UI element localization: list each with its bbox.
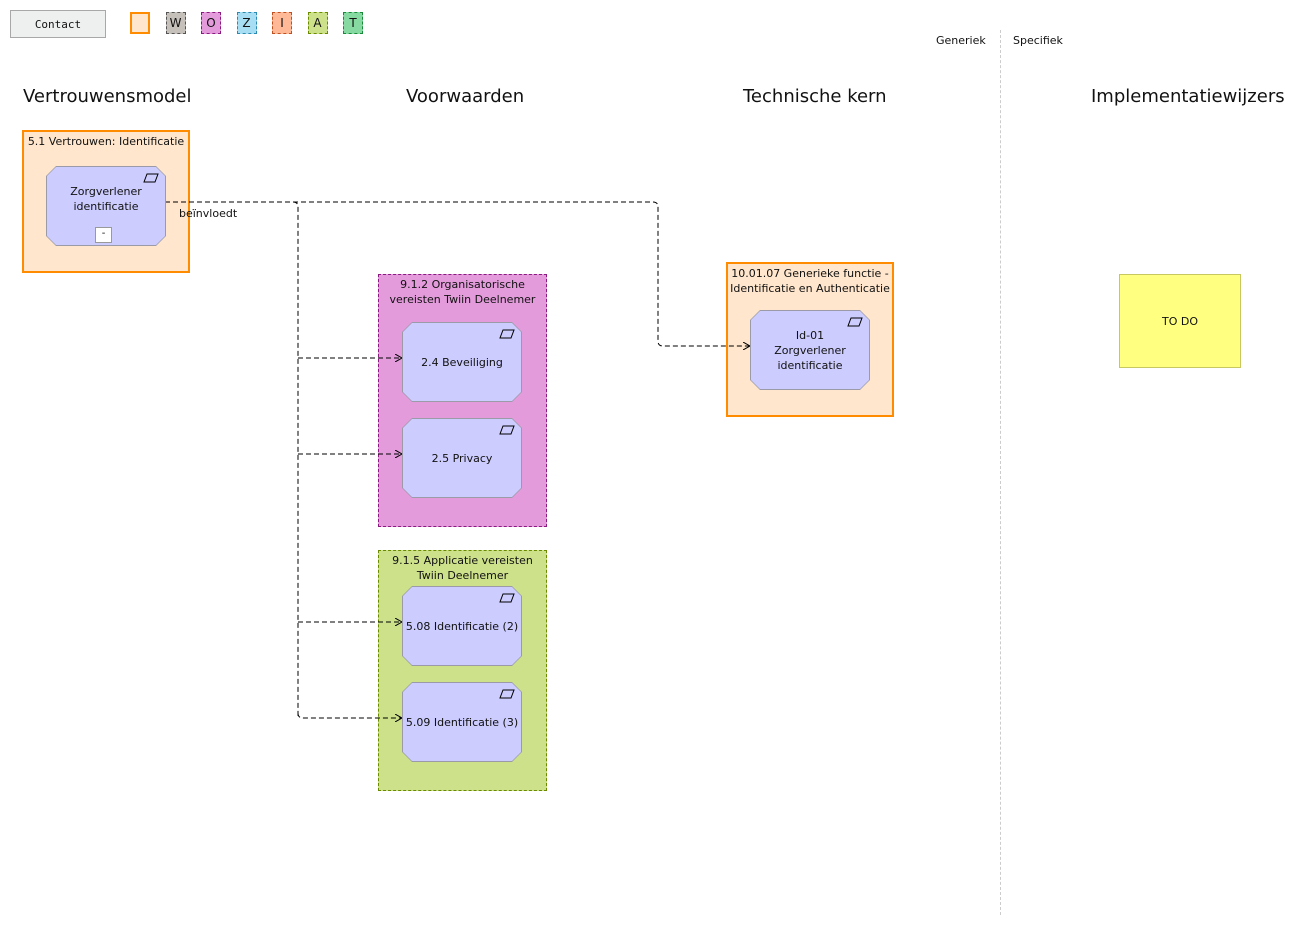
group-title: 9.1.2 Organisatorische vereisten Twiin D… [389, 278, 536, 306]
node-label: Zorgverlener identificatie [70, 185, 142, 213]
business-object-icon [499, 593, 515, 603]
node-label: 5.09 Identificatie (3) [405, 715, 519, 729]
legend-filter-a[interactable]: A [307, 12, 328, 34]
legend-filter-group[interactable] [130, 12, 150, 34]
node-2-5-privacy[interactable]: 2.5 Privacy [402, 418, 522, 498]
node-5-09-identificatie[interactable]: 5.09 Identificatie (3) [402, 682, 522, 762]
legend-filter-i[interactable]: I [272, 12, 292, 34]
business-object-icon [143, 173, 159, 183]
relation-line-id-01 [293, 201, 750, 346]
legend-filter-w[interactable]: W [165, 12, 186, 34]
column-header-technische-kern: Technische kern [743, 86, 887, 107]
node-2-4-beveiliging[interactable]: 2.4 Beveiliging [402, 322, 522, 402]
column-header-vertrouwensmodel: Vertrouwensmodel [23, 86, 192, 107]
column-header-voorwaarden: Voorwaarden [406, 86, 525, 107]
node-label: Id-01 Zorgverlener identificatie [774, 328, 846, 372]
group-title: 10.01.07 Generieke functie - Identificat… [730, 267, 890, 295]
business-object-icon [847, 317, 863, 327]
node-label: 5.08 Identificatie (2) [405, 619, 519, 633]
scope-divider [1000, 30, 1001, 915]
group-title: 5.1 Vertrouwen: Identificatie [27, 135, 185, 148]
contact-button[interactable]: Contact [10, 10, 106, 38]
legend-filter-t[interactable]: T [343, 12, 363, 34]
scope-specific-label: Specifiek [1013, 34, 1063, 47]
node-5-08-identificatie[interactable]: 5.08 Identificatie (2) [402, 586, 522, 666]
legend-filter-o[interactable]: O [201, 12, 221, 34]
business-object-icon [499, 689, 515, 699]
legend-filter-z[interactable]: Z [236, 12, 257, 34]
relation-line-trunk [165, 201, 299, 718]
relation-line-5-09 [297, 712, 402, 718]
business-object-icon [499, 425, 515, 435]
todo-note[interactable]: TO DO [1119, 274, 1241, 368]
node-label: 2.5 Privacy [431, 451, 493, 465]
node-id-01[interactable]: Id-01 Zorgverlener identificatie [750, 310, 870, 390]
column-header-implementatiewijzers: Implementatiewijzers [1091, 86, 1285, 107]
relation-label: beïnvloedt [179, 207, 238, 220]
collapse-button[interactable]: - [95, 227, 112, 243]
note-text: TO DO [1161, 314, 1198, 328]
scope-generic-label: Generiek [936, 34, 986, 47]
node-label: 2.4 Beveiliging [421, 355, 503, 369]
business-object-icon [499, 329, 515, 339]
group-title: 9.1.5 Applicatie vereisten Twiin Deelnem… [392, 554, 533, 582]
